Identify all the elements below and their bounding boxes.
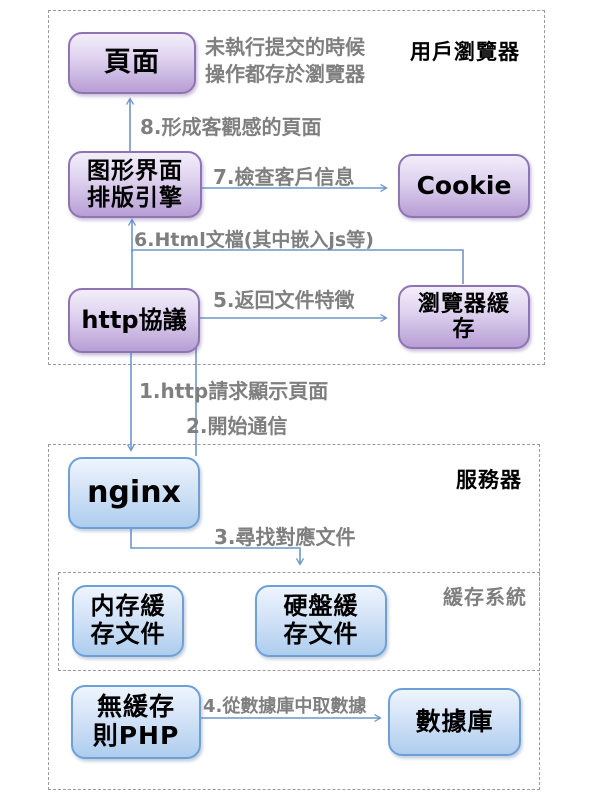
node-cookie: Cookie: [398, 154, 530, 218]
edge-label-5: 5.返回文件特徵: [213, 288, 355, 312]
node-render-engine-line1: 图形界面: [87, 158, 183, 185]
node-http: http協議: [68, 288, 200, 353]
node-render-engine-line2: 排版引擎: [87, 184, 183, 211]
edge-label-8: 8.形成客觀感的頁面: [140, 115, 322, 139]
node-disk-cache-line1: 硬盤緩: [283, 592, 359, 621]
node-browser-cache-line1: 瀏覽器緩: [417, 291, 510, 317]
node-disk-cache: 硬盤緩 存文件: [255, 585, 387, 657]
browser-note-line1: 未執行提交的時候: [205, 35, 365, 59]
cache-section-box: [58, 572, 540, 671]
node-database-label: 數據庫: [415, 706, 494, 736]
node-php-line1: 無緩存: [96, 692, 175, 722]
node-nginx-label: nginx: [87, 474, 181, 510]
node-render-engine: 图形界面 排版引擎: [68, 151, 202, 218]
browser-section-label: 用戶瀏覽器: [410, 40, 520, 64]
node-page-label: 頁面: [104, 47, 160, 79]
node-nginx: nginx: [68, 457, 200, 529]
browser-note-line2: 操作都存於瀏覽器: [205, 62, 365, 86]
edge-label-2: 2.開始通信: [186, 414, 288, 438]
server-section-label: 服務器: [456, 468, 522, 492]
node-disk-cache-line2: 存文件: [283, 620, 359, 648]
node-browser-cache: 瀏覽器緩 存: [398, 285, 530, 349]
edge-label-1: 1.http請求顯示頁面: [139, 379, 329, 403]
cache-section-label: 緩存系統: [443, 585, 527, 609]
node-memory-cache-line1: 内存緩: [90, 592, 166, 621]
node-memory-cache: 内存緩 存文件: [72, 585, 184, 657]
node-cookie-label: Cookie: [416, 170, 512, 200]
node-memory-cache-line2: 存文件: [90, 620, 166, 648]
node-php-line2: 則PHP: [92, 721, 180, 750]
edge-label-6: 6.Html文檔(其中嵌入js等): [134, 229, 374, 251]
node-php: 無緩存 則PHP: [71, 685, 201, 759]
node-database: 數據庫: [388, 688, 521, 756]
node-browser-cache-line2: 存: [452, 317, 476, 342]
edge-label-3: 3.尋找對應文件: [214, 525, 356, 549]
node-page: 頁面: [68, 32, 196, 94]
edge-label-4: 4.從數據庫中取數據: [203, 696, 367, 717]
node-http-label: http協議: [81, 305, 187, 334]
browser-section-box: [48, 10, 545, 365]
edge-label-7: 7.檢查客戶信息: [213, 165, 355, 189]
browser-note: 未執行提交的時候 操作都存於瀏覽器: [205, 34, 365, 88]
